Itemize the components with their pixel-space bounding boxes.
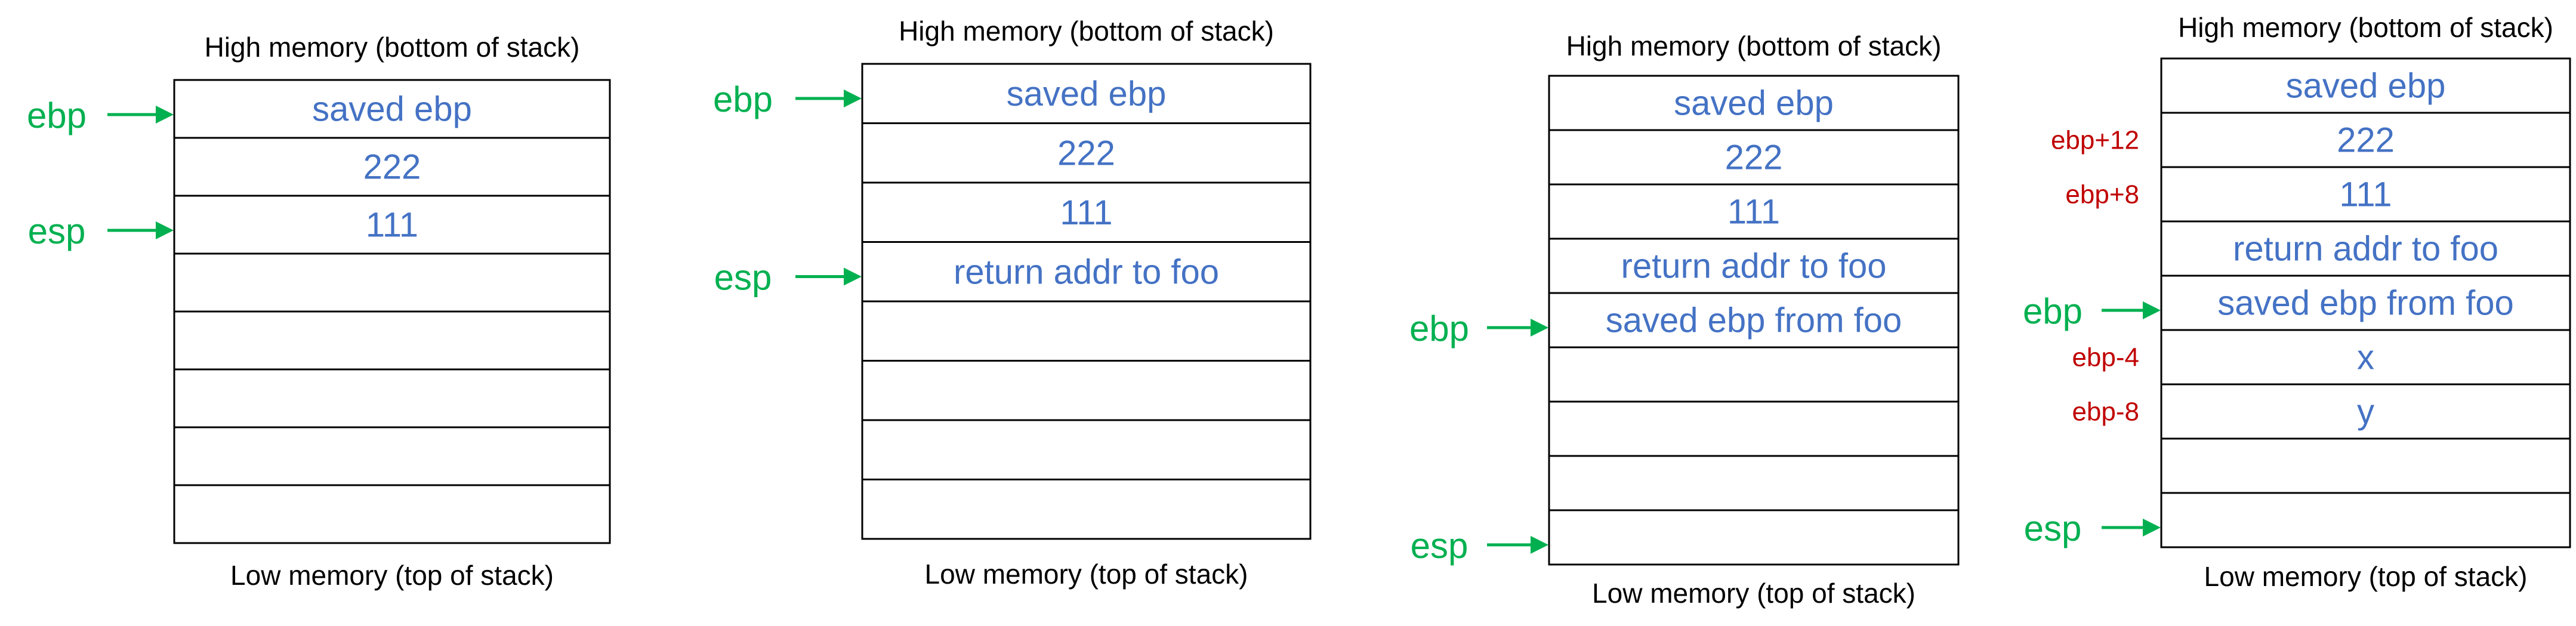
stack-diagram-4: High memory (bottom of stack) saved ebp 22…: [2023, 12, 2571, 592]
stack-cell: [173, 252, 611, 313]
offset-label: ebp+8: [2065, 180, 2139, 209]
stack-cell-value: 222: [363, 148, 421, 187]
high-memory-label: High memory (bottom of stack): [899, 16, 1274, 47]
stack-cell: [861, 419, 1312, 480]
stack-cell: [1548, 292, 1960, 349]
stack-cell: [2160, 275, 2571, 331]
low-memory-label: Low memory (top of stack): [1592, 578, 1915, 609]
stack-cell: [1548, 129, 1960, 186]
low-memory-label: Low memory (top of stack): [2204, 561, 2528, 592]
stack-cell: [1548, 509, 1960, 566]
esp-pointer-label: esp: [2024, 508, 2082, 548]
offset-label: ebp-8: [2072, 397, 2139, 427]
stack-cell-value: 111: [1727, 193, 1780, 232]
stack-cell: [173, 137, 611, 197]
stack-cell: [2160, 437, 2571, 494]
high-memory-label: High memory (bottom of stack): [2178, 12, 2553, 43]
stack-cell: [1548, 238, 1960, 294]
stack-cell: [861, 181, 1312, 243]
ebp-pointer-label: ebp: [713, 79, 773, 119]
stack-cell: [861, 300, 1312, 362]
stack-diagram-2: High memory (bottom of stack) saved ebp 22…: [713, 16, 1312, 590]
stack-cell: [2160, 492, 2571, 548]
stack-cell-value: return addr to foo: [1621, 247, 1887, 286]
stack-cell: [2160, 166, 2571, 223]
stack-cell-value: saved ebp: [1007, 75, 1167, 113]
stack-cell: [173, 79, 611, 139]
high-memory-label: High memory (bottom of stack): [1566, 30, 1942, 61]
stack-cell-value: saved ebp from foo: [1606, 301, 1902, 340]
offset-label: ebp+12: [2051, 126, 2139, 155]
stack-cell: [1548, 75, 1960, 131]
stack-cell-value: saved ebp: [312, 90, 472, 129]
stack-cell: [173, 195, 611, 255]
stack-cell-value: 222: [2337, 121, 2395, 160]
stack-cell-value: saved ebp from foo: [2217, 284, 2514, 323]
stack-cell: [2160, 112, 2571, 168]
stack-cell: [173, 368, 611, 428]
stack-cell: [2160, 220, 2571, 277]
esp-pointer-label: esp: [28, 211, 86, 251]
stack-diagram-3: High memory (bottom of stack) saved ebp 22…: [1409, 30, 1960, 609]
low-memory-label: Low memory (top of stack): [230, 560, 554, 591]
stack-cell: [173, 426, 611, 486]
stack-cell: [173, 484, 611, 544]
stack-cell-value: saved ebp: [2286, 67, 2446, 106]
stack-cell: [1548, 183, 1960, 240]
offset-label: ebp-4: [2072, 343, 2139, 372]
stack-cell: [173, 310, 611, 371]
stack-cell-value: saved ebp: [1674, 84, 1834, 123]
stack-cell-value: y: [2357, 393, 2374, 431]
stack-cell: [1548, 346, 1960, 403]
low-memory-label: Low memory (top of stack): [925, 559, 1248, 590]
stack-cell: [861, 63, 1312, 124]
stack-cell: [2160, 383, 2571, 440]
esp-pointer-label: esp: [1411, 526, 1469, 566]
ebp-pointer-label: ebp: [2023, 291, 2083, 331]
stack-cell-value: x: [2357, 338, 2374, 377]
stack-cell-value: 222: [1725, 138, 1783, 177]
stack-cell-value: 111: [2339, 175, 2392, 214]
stack-cell-value: return addr to foo: [2233, 230, 2498, 269]
stack-cell-value: 222: [1057, 134, 1115, 172]
stack-cell-value: 111: [1060, 193, 1112, 232]
ebp-pointer-label: ebp: [1409, 309, 1469, 349]
stack-cell-value: return addr to foo: [954, 252, 1219, 291]
high-memory-label: High memory (bottom of stack): [205, 32, 580, 63]
stack-cell: [861, 241, 1312, 303]
stack-cell: [861, 122, 1312, 184]
stack-cell: [1548, 455, 1960, 511]
esp-pointer-label: esp: [714, 258, 772, 298]
stack-cell: [861, 360, 1312, 421]
stack-cell: [861, 479, 1312, 540]
stack-cell: [2160, 57, 2571, 114]
stack-cell: [1548, 400, 1960, 457]
ebp-pointer-label: ebp: [27, 95, 87, 135]
stack-cell-value: 111: [366, 206, 418, 245]
stack-cell: [2160, 329, 2571, 386]
stack-diagram-1: High memory (bottom of stack) saved ebp 22…: [27, 32, 611, 591]
